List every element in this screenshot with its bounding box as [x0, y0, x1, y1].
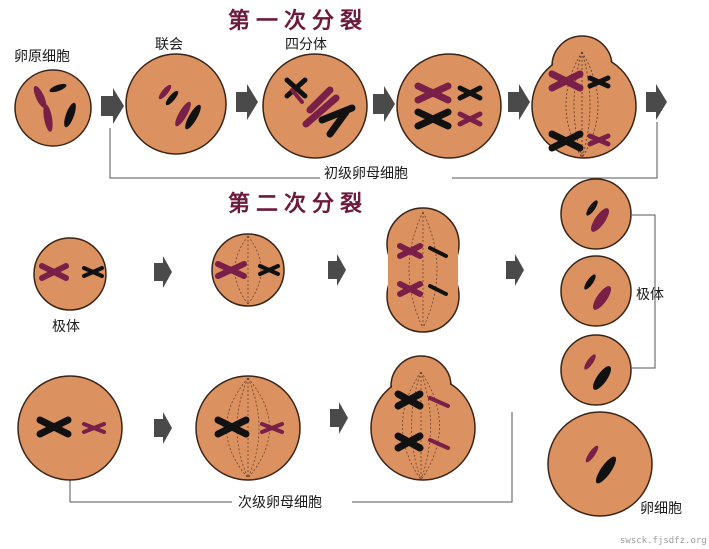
chromosome: [284, 77, 308, 99]
title-meiosis-1: 第一次分裂: [228, 8, 369, 34]
cell-oogonium: [14, 69, 92, 147]
title-meiosis-2: 第二次分裂: [228, 191, 369, 217]
label-ovum: 卵细胞: [640, 501, 682, 517]
cell-secondary-oocyte-anaphase: [370, 355, 476, 481]
chromosome: [258, 264, 280, 276]
chromosome: [214, 416, 250, 438]
arrow: [101, 88, 124, 124]
chromosome: [592, 366, 612, 390]
label-oogonium: 卵原细胞: [14, 49, 70, 65]
chromosome: [428, 246, 448, 258]
spindle-fibers: [226, 377, 270, 479]
arrow: [508, 84, 530, 120]
chromosome: [175, 101, 191, 127]
arrow: [506, 254, 524, 286]
chromosome: [584, 274, 596, 290]
chromosome: [394, 390, 424, 410]
chromosome: [586, 200, 598, 216]
chromosome: [49, 83, 67, 93]
chromosome: [302, 94, 340, 128]
chromosome: [585, 445, 599, 463]
chromosome: [215, 261, 247, 279]
chromosome: [165, 90, 179, 106]
arrow: [154, 412, 172, 444]
chromosome: [548, 70, 584, 92]
arrow: [330, 402, 348, 434]
bracket-polar-bodies: [632, 214, 656, 369]
chromosome: [290, 88, 304, 104]
cell-polar-body-b: [560, 255, 632, 327]
cell-metaphase-1: [396, 53, 502, 159]
chromosome: [185, 104, 201, 130]
chromosome: [326, 108, 350, 138]
chromosome: [587, 133, 611, 147]
cell-polar-body-c: [560, 334, 632, 406]
cell-polar-body-1: [33, 237, 107, 311]
spindle-fibers: [408, 211, 438, 329]
chromosome: [428, 284, 448, 296]
chromosome: [260, 422, 284, 434]
chromosome: [397, 281, 423, 297]
chromosome: [590, 208, 610, 232]
arrow: [373, 86, 395, 122]
chromosome: [64, 102, 76, 128]
chromosome: [397, 243, 423, 259]
cell-polar-body-anaphase: [386, 207, 460, 333]
chromosome: [457, 85, 483, 101]
bracket-primary-oocyte: [109, 122, 658, 179]
chromosome: [82, 422, 106, 434]
label-primary-oocyte: 初级卵母细胞: [324, 166, 408, 182]
chromosome: [43, 104, 53, 132]
chromosome: [414, 82, 452, 104]
arrow: [646, 84, 667, 120]
chromosome: [158, 84, 172, 100]
arrow: [236, 84, 258, 120]
spindle-fibers: [402, 371, 440, 481]
cell-tetrad: [262, 53, 368, 159]
chromosome: [548, 130, 584, 152]
chromosome: [587, 75, 611, 89]
label-tetrad: 四分体: [285, 37, 327, 53]
cell-anaphase-1: [531, 35, 637, 159]
watermark: swsck.fjsdfz.org: [620, 536, 707, 546]
arrow: [154, 256, 172, 288]
chromosome: [82, 266, 104, 278]
chromosome: [36, 416, 72, 438]
cell-synapsis: [125, 53, 227, 155]
arrow: [328, 254, 346, 286]
chromosome: [595, 456, 617, 484]
cell-ovum: [547, 411, 653, 517]
chromosome: [306, 86, 334, 114]
chromosome: [457, 111, 483, 127]
label-secondary-oocyte: 次级卵母细胞: [238, 495, 322, 511]
chromosome: [414, 108, 452, 130]
cell-polar-body-metaphase: [211, 233, 285, 307]
spindle-fibers: [565, 51, 599, 159]
chromosome: [592, 286, 612, 310]
chromosome: [39, 263, 69, 281]
chromosome: [428, 396, 450, 408]
cell-secondary-oocyte: [17, 375, 123, 481]
label-polar-body-left: 极体: [52, 319, 80, 335]
label-synapsis: 联会: [155, 37, 183, 53]
chromosome: [584, 354, 596, 370]
chromosome: [428, 438, 450, 450]
cell-secondary-oocyte-metaphase: [195, 375, 301, 481]
label-polar-body-right: 极体: [636, 287, 664, 303]
cell-polar-body-a: [560, 178, 632, 250]
chromosome: [394, 432, 424, 452]
chromosome: [33, 85, 47, 109]
